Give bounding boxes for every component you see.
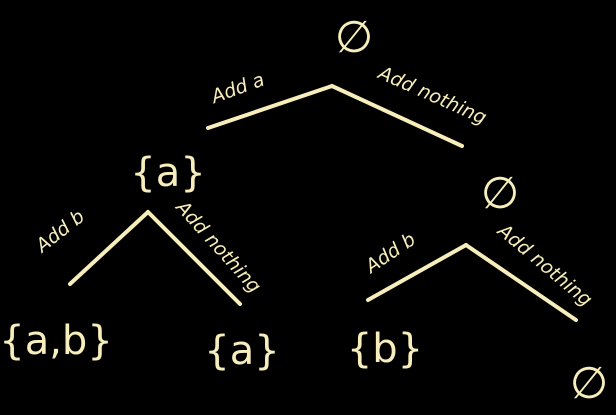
edge-root-left: [206, 84, 334, 130]
edge-empty-left: [366, 243, 468, 302]
node-empty-set-level2: ∅: [570, 358, 608, 409]
edge-empty-right: [464, 243, 578, 322]
node-empty-set-level1: ∅: [481, 168, 519, 219]
edge-a-right: [146, 210, 242, 306]
node-set-a-b: {a,b}: [0, 318, 113, 364]
edge-label-right-add-b: Add b: [360, 228, 420, 278]
node-set-a-level2: {a}: [204, 328, 279, 374]
node-set-b: {b}: [347, 326, 423, 372]
edge-label-add-a: Add a: [207, 69, 268, 109]
edge-label-root-add-nothing: Add nothing: [373, 61, 489, 129]
node-set-a: {a}: [130, 150, 205, 196]
edge-label-left-add-b: Add b: [30, 206, 89, 259]
root-node-label: ∅: [335, 12, 373, 63]
edge-a-left: [68, 210, 150, 286]
edge-root-right: [330, 84, 464, 148]
